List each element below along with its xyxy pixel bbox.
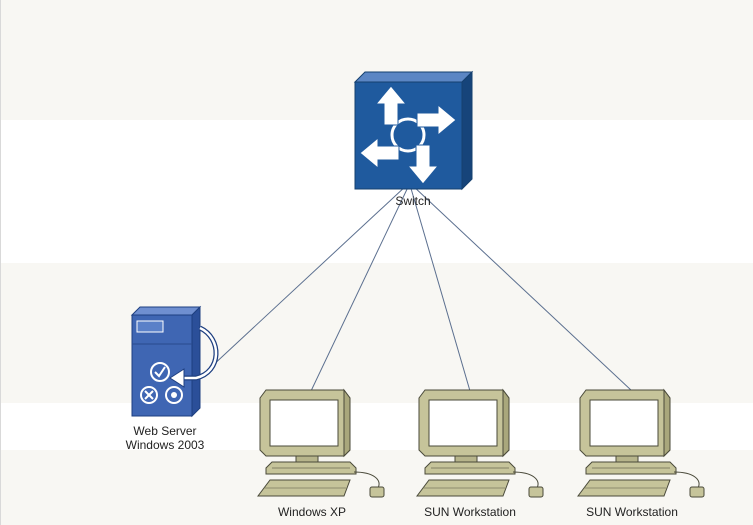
workstation-icon — [257, 389, 385, 498]
background-band — [0, 263, 753, 403]
link-switch-web-server — [209, 184, 408, 369]
switch-icon — [353, 70, 474, 191]
sun-workstation-label: SUN Workstation — [424, 505, 516, 519]
web-server-icon — [130, 305, 219, 418]
link-switch-sun-workstation-2 — [411, 184, 633, 392]
web-server-label: Web Server Windows 2003 — [100, 424, 230, 452]
windows-xp-label: Windows XP — [277, 505, 347, 519]
workstation-icon — [416, 389, 544, 498]
link-switch-sun-workstation-1 — [409, 184, 471, 392]
switch-label: Switch — [395, 194, 431, 208]
workstation-icon — [577, 389, 705, 498]
link-switch-windows-xp — [310, 184, 410, 392]
sun-workstation-label: SUN Workstation — [586, 505, 678, 519]
page-left-border — [0, 0, 1, 525]
web-server-label-line2: Windows 2003 — [125, 438, 205, 452]
web-server-label-line1: Web Server — [133, 424, 197, 438]
connections — [209, 184, 633, 392]
